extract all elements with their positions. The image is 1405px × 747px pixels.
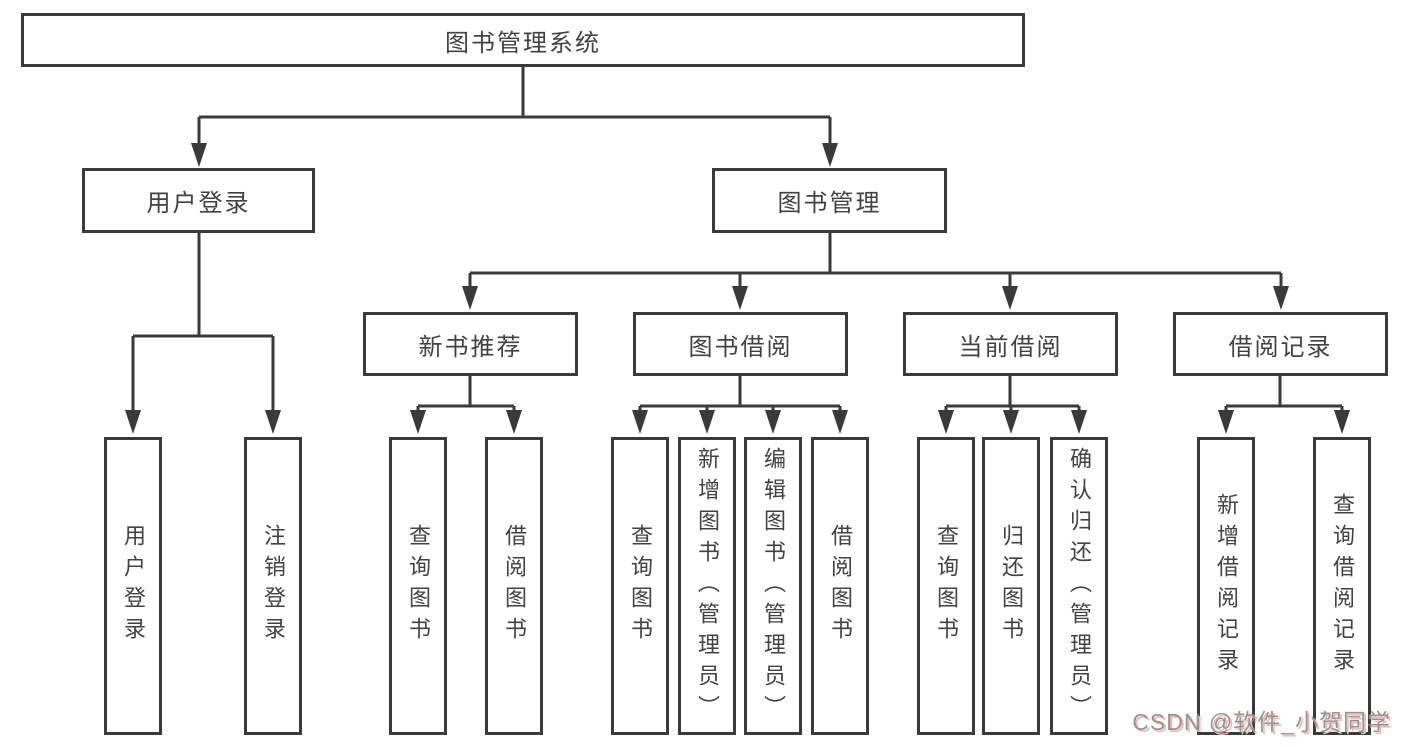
leaf-label: 新增借阅记录 [1214, 493, 1239, 679]
leaf-borrow-books-recommend: 借阅图书 [485, 437, 543, 735]
leaf-user-login: 用户登录 [104, 437, 162, 735]
leaf-label: 借阅图书 [828, 524, 853, 648]
csdn-watermark: CSDN @软件_小贺同学 [1132, 709, 1391, 735]
leaf-edit-books-admin: 编辑图书（管理员） [744, 437, 802, 735]
leaf-return-books: 归还图书 [982, 437, 1040, 735]
leaf-label: 查询图书 [406, 524, 431, 648]
leaf-borrow-books-borrowing: 借阅图书 [811, 437, 869, 735]
leaf-label: 借阅图书 [502, 524, 527, 648]
node-root: 图书管理系统 [21, 13, 1025, 67]
leaf-label: 归还图书 [999, 524, 1024, 648]
node-current-borrowing: 当前借阅 [903, 312, 1118, 376]
leaf-label: 确认归还（管理员） [1067, 446, 1092, 726]
leaf-search-books-borrowing: 查询图书 [611, 437, 669, 735]
node-user-login-branch: 用户登录 [82, 168, 315, 233]
leaf-label: 新增图书（管理员） [695, 446, 720, 726]
leaf-search-borrow-record: 查询借阅记录 [1313, 437, 1371, 735]
leaf-label: 编辑图书（管理员） [761, 446, 786, 726]
leaf-add-books-admin: 新增图书（管理员） [678, 437, 736, 735]
node-new-book-recommendation: 新书推荐 [363, 312, 578, 376]
leaf-label: 查询图书 [628, 524, 653, 648]
node-book-management: 图书管理 [712, 168, 947, 233]
node-book-borrowing: 图书借阅 [633, 312, 848, 376]
leaf-search-books-recommend: 查询图书 [389, 437, 447, 735]
leaf-add-borrow-record: 新增借阅记录 [1197, 437, 1255, 735]
leaf-label: 用户登录 [121, 524, 146, 648]
leaf-label: 查询借阅记录 [1330, 493, 1355, 679]
leaf-label: 查询图书 [934, 524, 959, 648]
leaf-logout: 注销登录 [244, 437, 302, 735]
leaf-label: 注销登录 [261, 524, 286, 648]
leaf-confirm-return-admin: 确认归还（管理员） [1050, 437, 1108, 735]
leaf-search-books-current: 查询图书 [917, 437, 975, 735]
node-borrowing-records: 借阅记录 [1173, 312, 1388, 376]
